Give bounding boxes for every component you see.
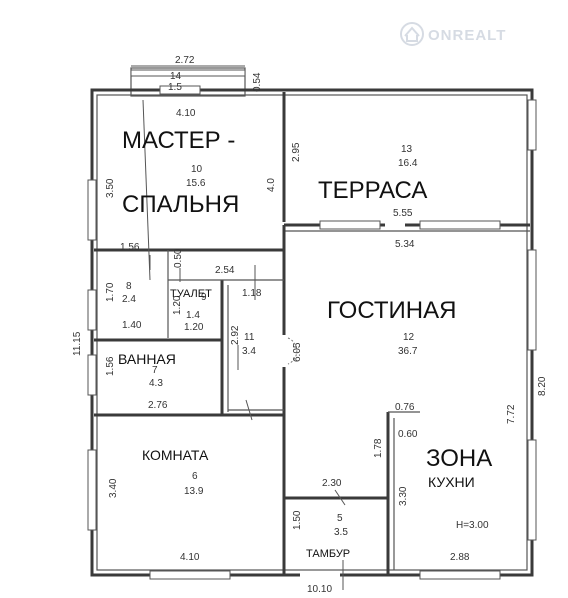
dim-label: 2.92 [230,325,241,345]
dim-label: 3.30 [398,486,409,506]
balcony-num: 14 [170,71,182,82]
dim-label: 0.60 [398,429,418,440]
closet-area: 2.4 [122,294,136,305]
kitchen-height: H=3.00 [456,520,489,531]
dim-label: 2.95 [291,142,302,162]
logo-text: ONREALT [428,27,506,44]
windows [87,85,537,580]
inner-wall-line [96,94,528,571]
closet-num: 8 [126,281,132,292]
room-titles: МАСТЕР - СПАЛЬНЯ ТЕРРАСА ГОСТИНАЯ ЗОНА К… [118,127,492,560]
toilet-num: 9 [201,292,207,303]
master-title-line1: МАСТЕР - [122,127,235,154]
terrace-area: 16.4 [398,158,418,169]
room-area: 13.9 [184,486,204,497]
dim-label: 0.50 [173,248,184,268]
master-num: 10 [191,164,203,175]
dim-label: 2.88 [450,552,470,563]
vestibule-num: 5 [337,513,343,524]
outer-wall [90,88,534,577]
dim-label: 1.20 [172,295,183,315]
toilet-title: ТУАЛЕТ [170,288,212,300]
balcony-window [130,69,246,77]
dim-label: 1.56 [120,242,140,253]
master-area: 15.6 [186,178,206,189]
dimension-ticks [131,65,346,590]
living-num: 12 [403,332,415,343]
kitchen-title-line1: ЗОНА [426,445,492,472]
dim-label: 4.0 [266,178,277,192]
dim-label: 8.20 [537,376,548,396]
kitchen-title-line2: КУХНИ [428,474,475,490]
balcony-outline [130,67,246,97]
dim-label: 5.34 [395,239,415,250]
dim-label: 10.10 [307,584,332,595]
dim-label: 0.54 [252,72,263,92]
room-numbers: 14 1.5 10 15.6 13 16.4 8 2.4 9 1.4 11 3.… [122,71,489,538]
dim-label: 1.78 [373,438,384,458]
dim-label: 4.10 [176,108,196,119]
room-num: 6 [192,471,198,482]
terrace-title: ТЕРРАСА [318,177,427,204]
dim-label: 5.55 [393,208,413,219]
dim-label: 2.54 [215,265,235,276]
dim-label: 11.15 [72,331,83,356]
master-title-line2: СПАЛЬНЯ [122,191,239,218]
house-icon [400,22,424,46]
dim-label: 2.76 [148,400,168,411]
dim-label: 2.30 [322,478,342,489]
vestibule-title: ТАМБУР [306,548,350,560]
dim-label: 1.18 [242,288,262,299]
room-title: КОМНАТА [142,447,209,463]
dim-label: 7.72 [506,404,517,424]
bath-title: ВАННАЯ [118,351,176,367]
dim-label: 0.76 [395,402,415,413]
interior-walls [94,92,530,575]
dim-label: 1.20 [184,322,204,333]
dim-label: 1.56 [105,356,116,376]
dimension-labels: 2.72 0.54 4.10 2.95 3.50 4.0 5.55 5.34 1… [72,55,548,595]
hall-area: 3.4 [242,346,256,357]
living-area: 36.7 [398,346,418,357]
bath-num: 7 [152,365,158,376]
hall-num: 11 [244,332,255,343]
terrace-num: 13 [401,144,413,155]
living-title: ГОСТИНАЯ [327,297,456,324]
vestibule-area: 3.5 [334,527,348,538]
dim-label: 3.50 [105,178,116,198]
dim-label: 6.05 [292,342,303,362]
dim-label: 4.10 [180,552,200,563]
bath-area: 4.3 [149,378,163,389]
dim-label: 3.40 [108,478,119,498]
dim-label: 2.72 [175,55,195,66]
dim-label: 1.40 [122,320,142,331]
dim-label: 1.70 [105,282,116,302]
balcony-area: 1.5 [168,82,182,93]
onrealt-logo: ONREALT [400,22,506,46]
dim-label: 1.50 [292,510,303,530]
doors [281,220,405,579]
toilet-area: 1.4 [186,310,200,321]
